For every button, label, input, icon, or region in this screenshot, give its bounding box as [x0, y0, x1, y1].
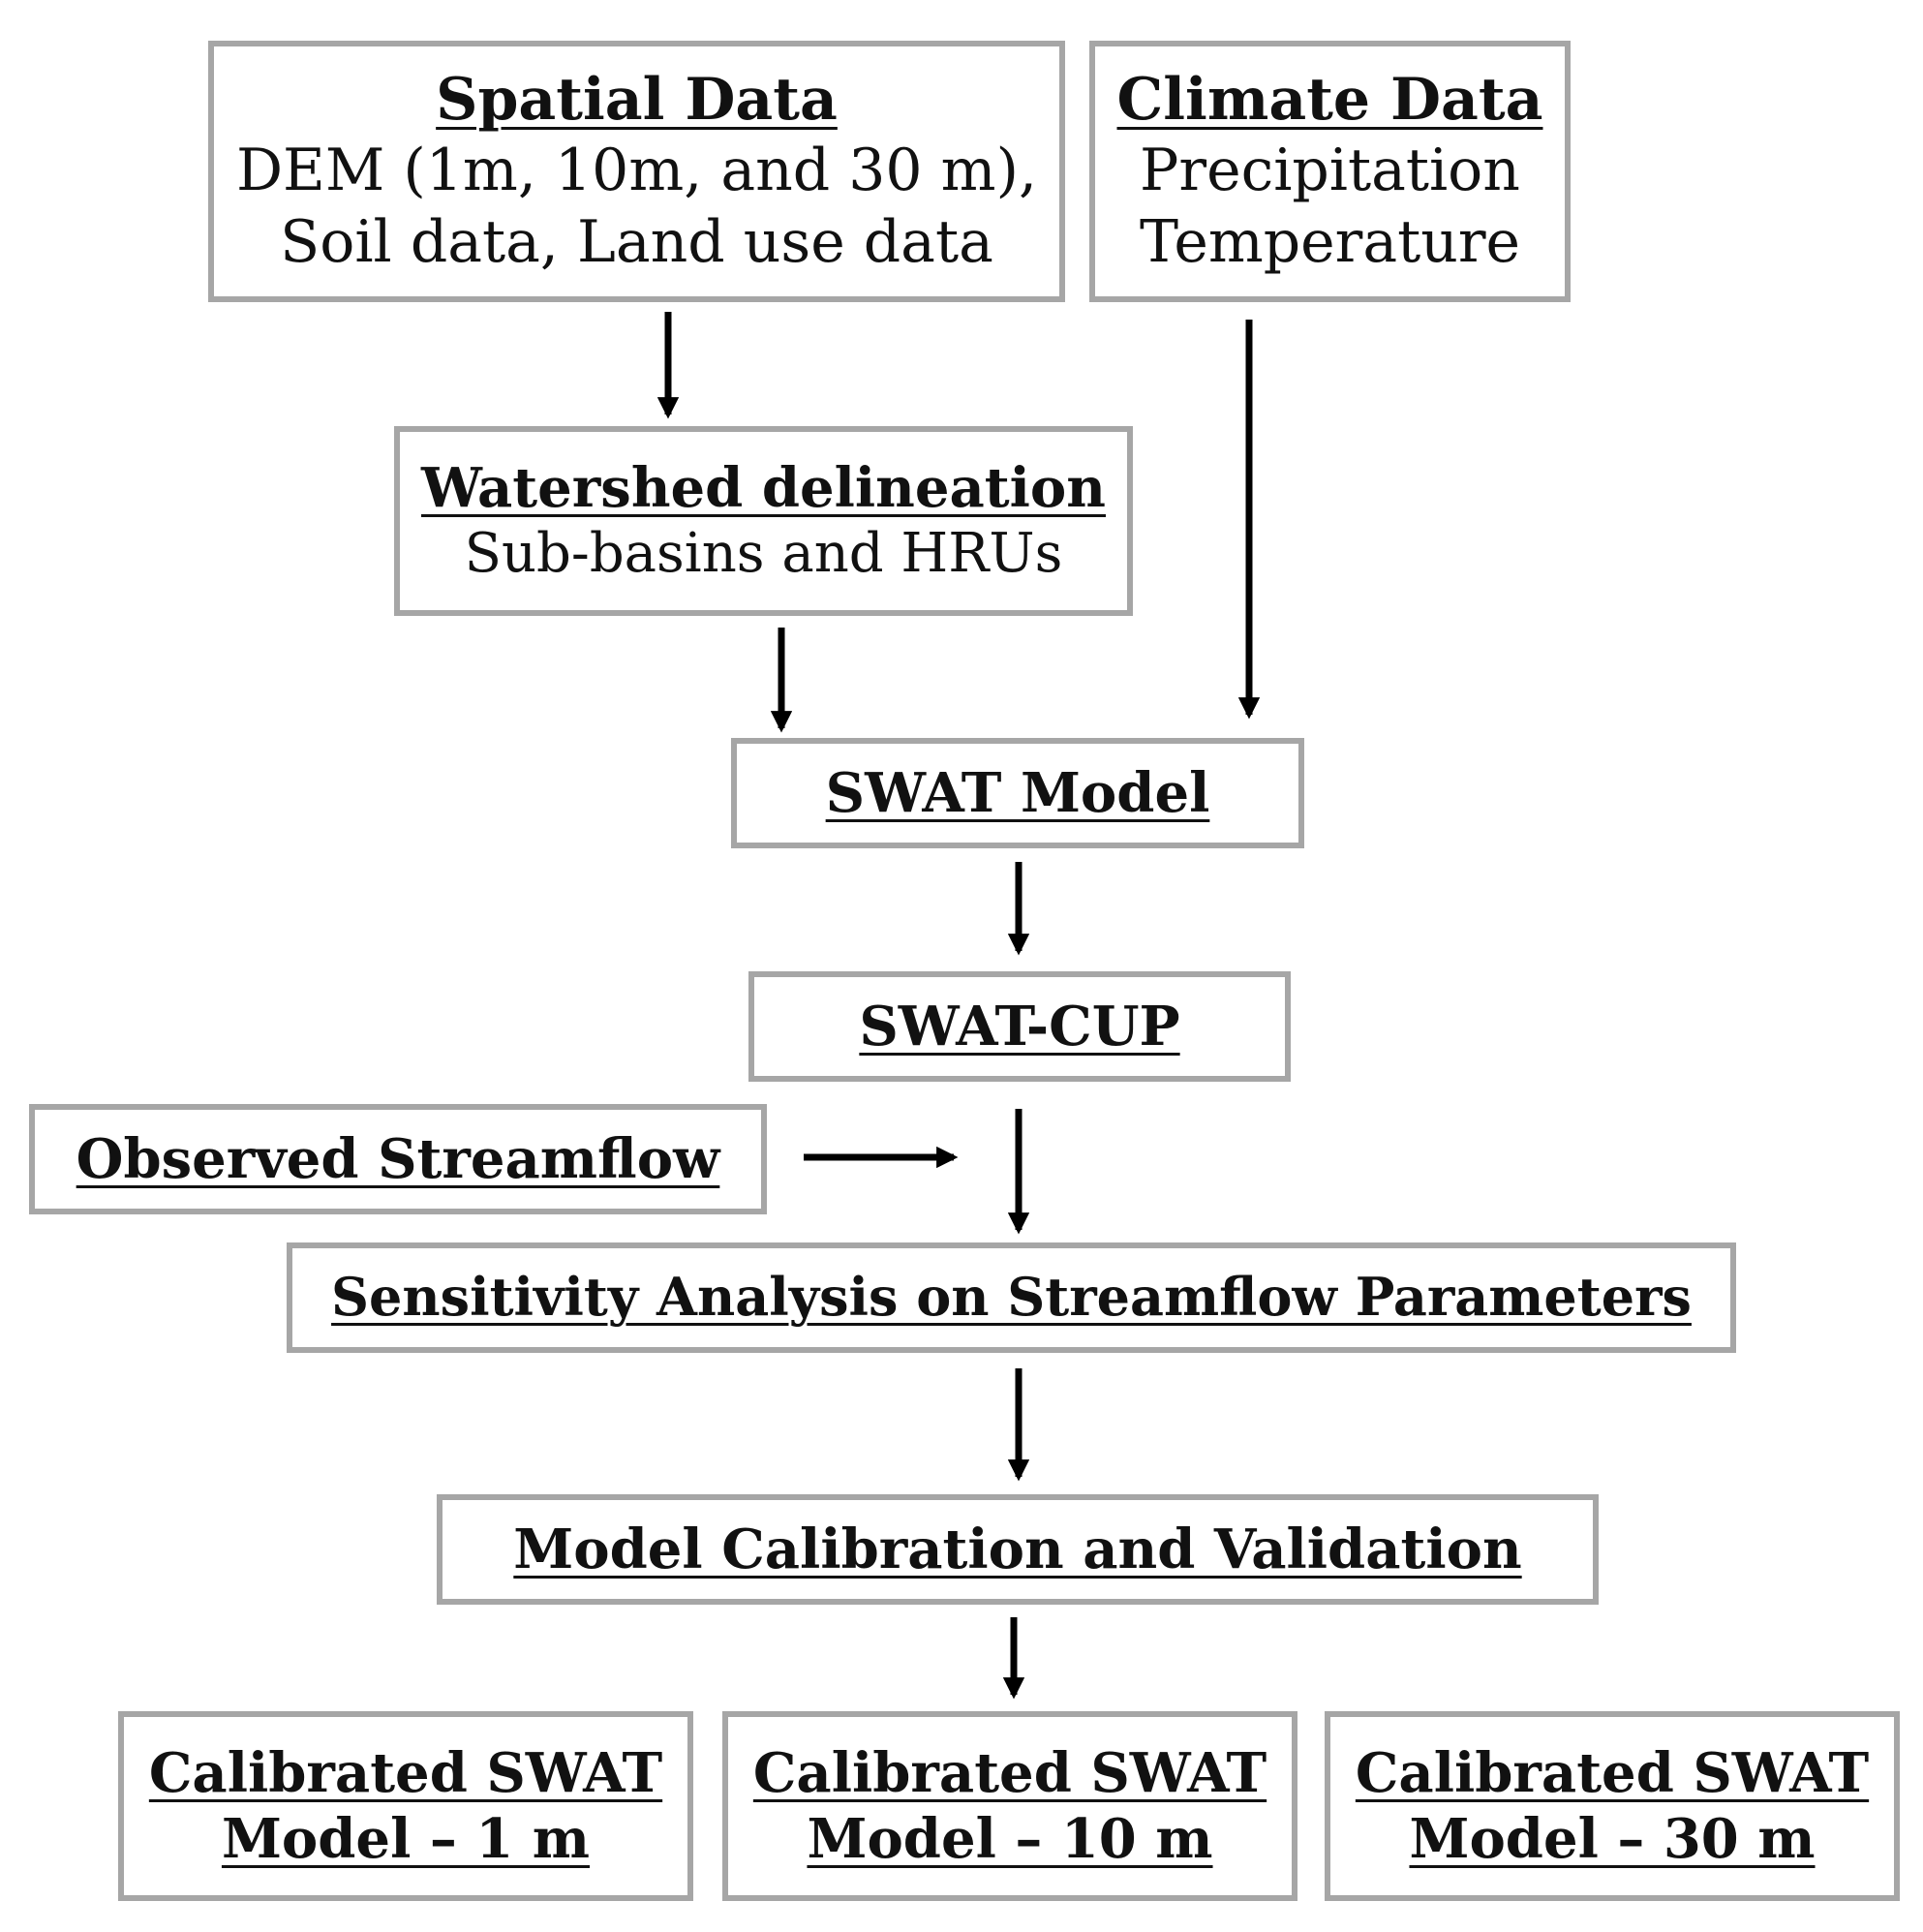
- calibrated-30m-box: Calibrated SWAT Model – 30 m: [1325, 1711, 1900, 1901]
- calibrated-10m-title-line-1: Calibrated SWAT: [752, 1740, 1267, 1805]
- spatial-data-box: Spatial Data DEM (1m, 10m, and 30 m), So…: [208, 41, 1065, 302]
- calibrated-1m-title-line-2: Model – 1 m: [221, 1807, 591, 1871]
- sensitivity-analysis-box: Sensitivity Analysis on Streamflow Param…: [287, 1242, 1736, 1353]
- calibrated-30m-title-line-2: Model – 30 m: [1409, 1807, 1816, 1871]
- sensitivity-analysis-title: Sensitivity Analysis on Streamflow Param…: [331, 1266, 1692, 1329]
- watershed-delineation-box: Watershed delineation Sub-basins and HRU…: [394, 426, 1133, 616]
- calibrated-1m-box: Calibrated SWAT Model – 1 m: [118, 1711, 693, 1901]
- swat-cup-box: SWAT-CUP: [748, 971, 1291, 1082]
- spatial-data-title: Spatial Data: [436, 66, 838, 135]
- model-calibration-title: Model Calibration and Validation: [513, 1517, 1522, 1581]
- calibrated-10m-title-line-2: Model – 10 m: [807, 1807, 1213, 1871]
- observed-streamflow-title: Observed Streamflow: [76, 1126, 720, 1191]
- swat-model-box: SWAT Model: [731, 738, 1304, 848]
- watershed-delineation-line-1: Sub-basins and HRUs: [464, 522, 1063, 585]
- swat-model-title: SWAT Model: [825, 760, 1210, 825]
- observed-streamflow-box: Observed Streamflow: [29, 1104, 767, 1214]
- climate-data-line-2: Temperature: [1139, 207, 1521, 276]
- calibrated-30m-title-line-1: Calibrated SWAT: [1355, 1740, 1870, 1805]
- spatial-data-line-2: Soil data, Land use data: [280, 207, 993, 276]
- calibrated-10m-box: Calibrated SWAT Model – 10 m: [722, 1711, 1297, 1901]
- watershed-delineation-title: Watershed delineation: [421, 455, 1106, 520]
- climate-data-box: Climate Data Precipitation Temperature: [1089, 41, 1571, 302]
- swat-cup-title: SWAT-CUP: [859, 994, 1180, 1058]
- spatial-data-line-1: DEM (1m, 10m, and 30 m),: [235, 137, 1038, 205]
- calibrated-1m-title-line-1: Calibrated SWAT: [148, 1740, 663, 1805]
- model-calibration-box: Model Calibration and Validation: [437, 1494, 1599, 1605]
- climate-data-title: Climate Data: [1116, 66, 1543, 135]
- climate-data-line-1: Precipitation: [1140, 137, 1520, 205]
